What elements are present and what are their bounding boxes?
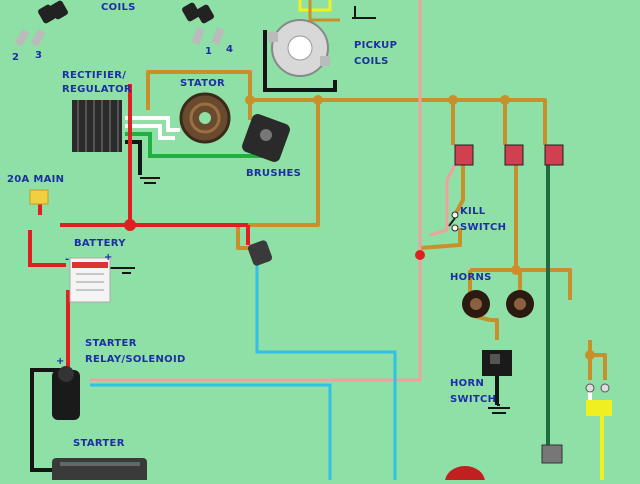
label-stator: STATOR [180, 78, 226, 89]
label-battery: BATTERY [74, 238, 126, 249]
junction-dots [124, 95, 595, 360]
label-battery-minus: - [65, 254, 70, 265]
fuse-blocks [454, 144, 564, 166]
label-horn-switch: SWITCH [450, 394, 497, 405]
label-relay-plus: + [56, 356, 65, 367]
label-kill: KILL [460, 206, 486, 217]
starter-relay-component [52, 366, 80, 420]
label-brushes: BRUSHES [246, 168, 302, 179]
connector-block [247, 240, 273, 266]
wire-cyan [90, 265, 397, 480]
main-fuse-component [29, 189, 49, 205]
label-rectifier: RECTIFIER/ [62, 70, 127, 81]
label-battery-plus: + [104, 252, 113, 263]
battery-component [69, 257, 111, 303]
starter-motor-component [52, 458, 147, 484]
label-horns: HORNS [450, 272, 492, 283]
label-coils: COILS [101, 2, 136, 13]
label-regulator: REGULATOR [62, 84, 132, 95]
wire-green [125, 132, 265, 158]
horns-component [462, 290, 534, 318]
brake-switch-component [585, 383, 612, 416]
wire-pink [90, 0, 457, 382]
horn-switch-component [482, 350, 512, 376]
label-kill-switch: SWITCH [460, 222, 507, 233]
label-horn: HORN [450, 378, 485, 389]
stator-component [179, 92, 231, 144]
label-relay-solenoid: RELAY/SOLENOID [85, 354, 186, 365]
ignition-coil-right [182, 2, 225, 45]
kill-switch-component [448, 211, 459, 232]
label-starter: STARTER [73, 438, 125, 449]
connector-plug [541, 444, 563, 464]
rectifier-regulator-component [72, 100, 122, 152]
label-coil-3: 3 [35, 50, 43, 61]
label-coil-2: 2 [12, 52, 20, 63]
label-pickup: PICKUP [354, 40, 398, 51]
ignition-coil-left [14, 0, 68, 47]
label-coil-4: 4 [226, 44, 234, 55]
label-starter-relay: STARTER [85, 338, 137, 349]
label-coil-1: 1 [205, 46, 213, 57]
brushes-component [242, 114, 290, 162]
pickup-coils-component [268, 0, 376, 77]
label-pickup-coils: COILS [354, 56, 389, 67]
label-main-fuse: 20A MAIN [7, 174, 65, 185]
